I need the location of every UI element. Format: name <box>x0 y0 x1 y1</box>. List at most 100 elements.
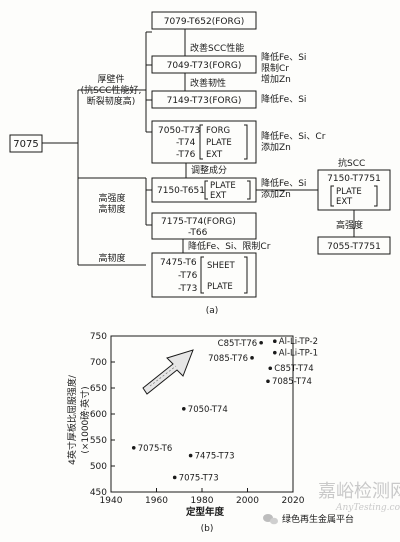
process-diagram <box>9 11 391 298</box>
data-point <box>182 407 186 411</box>
point-label: 7085-T76 <box>208 354 248 364</box>
x-axis-label: 定型年度 <box>185 506 225 518</box>
connector-scc: 改善SCC性能 <box>190 42 244 54</box>
data-point <box>266 379 270 384</box>
data-point <box>131 446 136 450</box>
point-label: 7050-T74 <box>188 405 228 415</box>
box-7055 <box>317 236 391 255</box>
wechat-icon <box>263 514 278 525</box>
box-7150-form1: PLATE <box>210 181 236 191</box>
box-7050-line2: -T74 <box>176 138 196 148</box>
box-7475-line1: 7475-T6 <box>160 258 197 268</box>
box-7050-form2: PLATE <box>206 138 232 148</box>
x-tick-label: 2000 <box>236 496 259 506</box>
point-label: 7075-T6 <box>138 444 173 454</box>
branch-thick-1: 厚壁件 <box>97 73 124 85</box>
diagram-text: 7075 厚壁件 (抗SCC性能好, 断裂韧度高) 高强度 高韧度 高韧度 70… <box>13 17 381 316</box>
note-7150-2: 添加Zn <box>261 189 291 200</box>
box-7079-label: 7079-T652(FORG) <box>164 17 245 27</box>
data-point <box>268 366 273 371</box>
box-7050-line1: 7050-T73 <box>158 126 200 136</box>
x-tick-label: 1940 <box>100 496 123 506</box>
x-tick-label: 1960 <box>145 496 168 506</box>
watermark-wechat: 绿色再生金属平台 <box>282 513 354 525</box>
branch-thick-3: 断裂韧度高) <box>87 95 136 107</box>
box-7150-T7751-form2: EXT <box>336 197 353 207</box>
y-tick-label: 450 <box>90 488 107 498</box>
x-tick-label: 1980 <box>191 496 214 506</box>
box-7049-label: 7049-T73(FORG) <box>167 61 242 71</box>
box-7149-label: 7149-T73(FORG) <box>167 96 242 106</box>
box-7050-form3: EXT <box>206 150 223 160</box>
root-label: 7075 <box>13 139 38 150</box>
y-axis-ticks: 450 500 550 600 650 700 750 <box>90 332 115 498</box>
box-7150-label: 7150-T651 <box>157 186 205 196</box>
y-tick-label: 750 <box>90 332 107 342</box>
y-tick-label: 650 <box>90 384 107 394</box>
box-7475-form2: PLATE <box>207 282 233 292</box>
watermark: 嘉峪检测网 AnyTesting.com 绿色再生金属平台 <box>263 481 400 525</box>
point-label: 7075-T73 <box>179 473 219 483</box>
branch-thick-2: (抗SCC性能好, <box>81 84 142 96</box>
caption-b: (b) <box>201 524 214 534</box>
box-7150-T7751-label: 7150-T7751 <box>327 174 381 184</box>
note-7050-2: 添加Zn <box>261 142 291 153</box>
note-high-strength: 高强度 <box>336 219 363 231</box>
y-tick-label: 700 <box>90 358 107 368</box>
connector-toughness: 改善韧性 <box>190 77 226 89</box>
box-7475 <box>151 252 257 298</box>
y-tick-label: 500 <box>90 462 107 472</box>
box-7150-T7751-form1: PLATE <box>336 187 362 197</box>
point-label: C85T-T76 <box>218 339 257 349</box>
caption-a: (a) <box>206 306 219 316</box>
note-7049-1: 降低Fe、Si <box>261 51 306 63</box>
data-points: 7075-T67075-T737475-T737050-T747085-T76C… <box>131 337 318 483</box>
connector-reduce: 降低Fe、Si、限制Cr <box>188 240 271 252</box>
box-7475-line3: -T73 <box>178 284 197 294</box>
box-7175 <box>151 212 257 240</box>
watermark-site: 嘉峪检测网 <box>318 481 400 502</box>
data-point <box>273 339 277 344</box>
connector-composition: 调整成分 <box>191 164 227 176</box>
trend-arrow <box>142 349 194 395</box>
y-axis-label-1: 4英寸厚板比屈服强度/ <box>66 374 78 465</box>
data-point <box>172 475 177 480</box>
branch-hs-2: 高韧度 <box>98 203 125 215</box>
box-7149 <box>151 90 257 109</box>
point-label: C85T-T74 <box>274 364 313 374</box>
box-7079 <box>151 11 257 30</box>
box-7049 <box>151 55 257 74</box>
box-7055-label: 7055-T7751 <box>327 242 381 252</box>
point-label: Al-Li-TP-2 <box>279 337 318 347</box>
note-7150-1: 降低Fe、Si <box>261 177 306 189</box>
box-7475-line2: -T76 <box>178 271 198 281</box>
y-tick-label: 550 <box>90 436 107 446</box>
watermark-url: AnyTesting.com <box>335 503 400 513</box>
data-point <box>273 350 277 355</box>
box-7475-form1: SHEET <box>207 261 236 271</box>
branch-ht: 高韧度 <box>98 252 125 264</box>
x-axis-ticks: 1940 1960 1980 2000 2020 <box>100 488 305 506</box>
data-point <box>259 340 263 345</box>
point-label: 7475-T73 <box>195 452 235 462</box>
x-tick-label: 2020 <box>282 496 305 506</box>
data-point <box>188 453 193 458</box>
note-7149: 降低Fe、Si <box>261 93 306 105</box>
y-tick-label: 600 <box>90 410 107 420</box>
branch-hs-1: 高强度 <box>98 192 125 204</box>
note-scc: 抗SCC <box>338 157 365 169</box>
box-7175-line2: -T66 <box>188 228 208 238</box>
box-7050-line3: -T76 <box>176 150 196 160</box>
box-7150-form2: EXT <box>210 191 227 201</box>
scatter-chart: 450 500 550 600 650 700 750 1940 1960 1980 2000 20… <box>66 332 318 534</box>
y-axis-label-2: (×1000磅·英寸) <box>79 386 91 453</box>
note-7050-1: 降低Fe、Si、Cr <box>261 130 326 142</box>
point-label: 7085-T74 <box>272 377 312 387</box>
data-point <box>250 356 254 360</box>
box-7050-form1: FORG <box>206 126 230 136</box>
note-7049-2: 限制Cr <box>261 62 289 74</box>
box-7050 <box>151 120 257 164</box>
note-7049-3: 增加Zn <box>261 73 291 85</box>
point-label: Al-Li-TP-1 <box>279 349 318 359</box>
